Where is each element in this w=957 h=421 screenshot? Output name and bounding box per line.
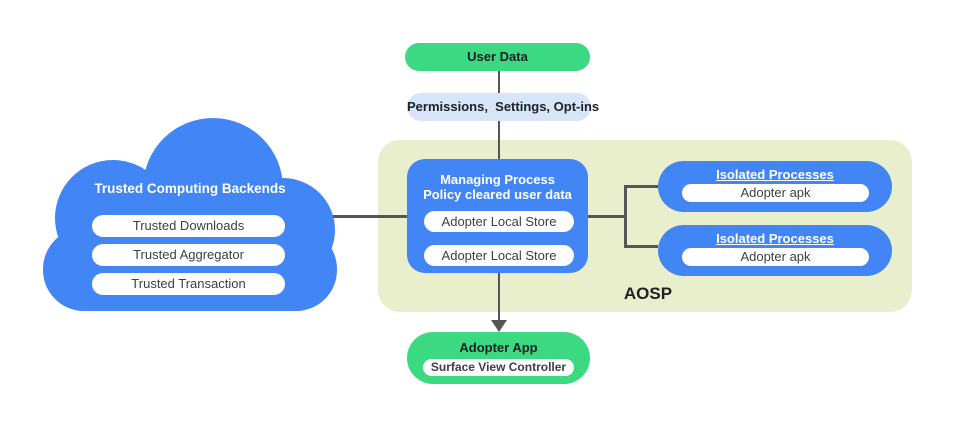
isolated-processes-title: Isolated Processes: [716, 167, 834, 182]
connector-permissions-managing: [498, 120, 500, 160]
adopter-app-title: Adopter App: [459, 340, 538, 355]
managing-process-title: Managing Process Policy cleared user dat…: [407, 172, 588, 202]
connector-managing-adopterapp: [498, 272, 500, 321]
trusted-computing-backends-cloud: Trusted Computing Backends Trusted Downl…: [43, 118, 337, 311]
trusted-downloads-pill: Trusted Downloads: [92, 215, 285, 237]
adopter-app-node: Adopter App Surface View Controller: [407, 332, 590, 384]
adopter-apk-pill: Adopter apk: [682, 248, 869, 266]
connector-branch-bottom: [624, 245, 658, 248]
user-data-node: User Data: [405, 43, 590, 71]
isolated-processes-node-bottom: Isolated Processes Adopter apk: [658, 225, 892, 276]
connector-userdata-permissions: [498, 70, 500, 94]
managing-process-title-line1: Managing Process: [440, 172, 555, 187]
isolated-processes-title: Isolated Processes: [716, 231, 834, 246]
managing-process-title-line2: Policy cleared user data: [423, 187, 572, 202]
adopter-apk-pill: Adopter apk: [682, 184, 869, 202]
trusted-aggregator-pill: Trusted Aggregator: [92, 244, 285, 266]
isolated-processes-node-top: Isolated Processes Adopter apk: [658, 161, 892, 212]
adopter-local-store-pill: Adopter Local Store: [424, 245, 574, 266]
permissions-settings-optins-node: Permissions, Settings, Opt-ins: [407, 93, 599, 121]
trusted-transaction-pill: Trusted Transaction: [92, 273, 285, 295]
arrow-down-icon: [491, 320, 507, 332]
surface-view-controller-pill: Surface View Controller: [423, 359, 574, 376]
connector-branch-top: [624, 185, 658, 188]
connector-trunk-vertical: [624, 185, 627, 248]
connector-managing-trunk: [588, 215, 626, 218]
adopter-local-store-pill: Adopter Local Store: [424, 211, 574, 232]
connector-cloud-managing: [322, 215, 407, 218]
managing-process-node: Managing Process Policy cleared user dat…: [407, 159, 588, 273]
aosp-label: AOSP: [623, 284, 673, 303]
cloud-title: Trusted Computing Backends: [94, 181, 286, 196]
